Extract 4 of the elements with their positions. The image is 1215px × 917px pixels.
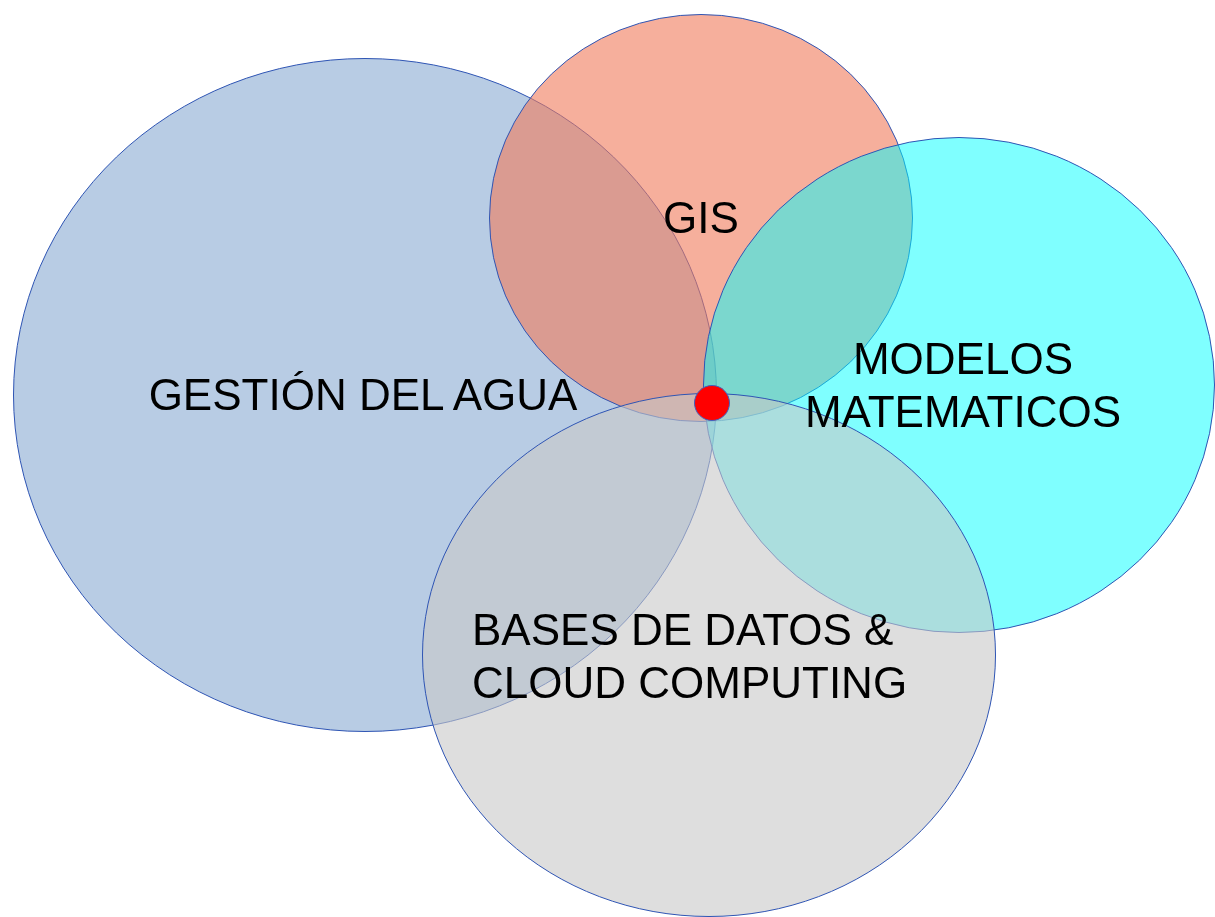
- circle-label: GIS: [662, 192, 740, 244]
- circle-label: MODELOS MATEMATICOS: [803, 333, 1123, 438]
- circle-label: BASES DE DATOS & CLOUD COMPUTING: [472, 604, 909, 709]
- circle-label: GESTIÓN DEL AGUA: [147, 369, 579, 421]
